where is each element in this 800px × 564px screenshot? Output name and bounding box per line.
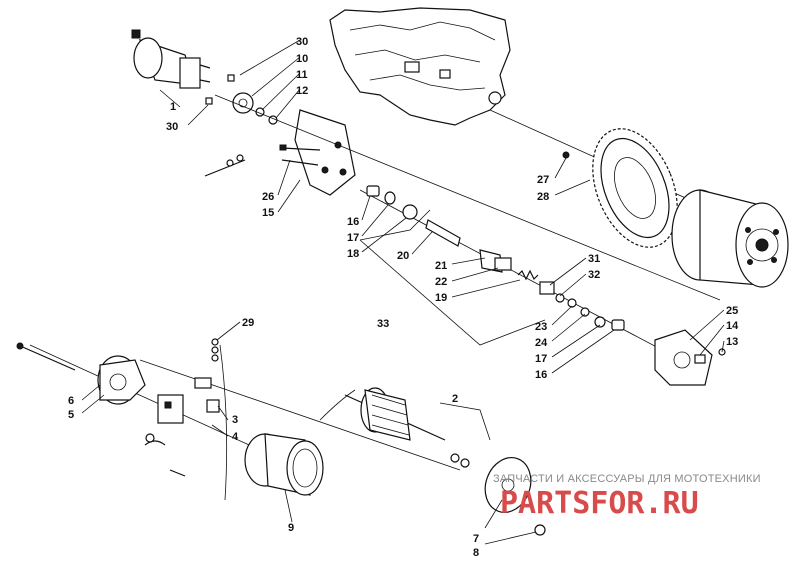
drive-end-plate bbox=[484, 457, 546, 536]
callout-22: 22 bbox=[435, 276, 447, 288]
watermark-brand: PARTSFOR.RU bbox=[500, 486, 699, 521]
washer-29 bbox=[211, 338, 219, 362]
ring-gear bbox=[562, 128, 678, 248]
callout-29: 29 bbox=[242, 317, 254, 329]
callout-3: 3 bbox=[232, 414, 238, 426]
callout-21: 21 bbox=[435, 260, 447, 272]
group-bracket-33 bbox=[359, 209, 546, 346]
callout-16-left: 16 bbox=[347, 216, 359, 228]
armature bbox=[344, 387, 470, 468]
callout-20: 20 bbox=[397, 250, 409, 262]
callout-32: 32 bbox=[588, 269, 600, 281]
callout-30-top: 30 bbox=[296, 36, 308, 48]
brush-holder bbox=[144, 377, 220, 477]
callout-33: 33 bbox=[377, 318, 389, 330]
end-cap bbox=[97, 355, 146, 405]
wire-lead bbox=[219, 344, 356, 501]
callout-24: 24 bbox=[535, 337, 548, 349]
callout-16-right: 16 bbox=[535, 369, 547, 381]
watermark-tagline: ЗАПЧАСТИ И АКСЕССУАРЫ ДЛЯ МОТОТЕХНИКИ bbox=[493, 473, 761, 485]
callout-4: 4 bbox=[232, 431, 239, 443]
callout-27: 27 bbox=[537, 174, 549, 186]
leader-lines bbox=[81, 39, 725, 545]
watermark: ЗАПЧАСТИ И АКСЕССУАРЫ ДЛЯ МОТОТЕХНИКИ PA… bbox=[493, 473, 761, 521]
callout-labels: 1 30 10 11 12 30 26 15 27 28 16 17 18 20… bbox=[68, 36, 739, 559]
callout-14: 14 bbox=[726, 320, 739, 332]
callout-13: 13 bbox=[726, 336, 738, 348]
starter-motor bbox=[131, 29, 211, 89]
callout-26: 26 bbox=[262, 191, 274, 203]
center-lines bbox=[29, 94, 721, 471]
callout-15: 15 bbox=[262, 207, 274, 219]
callout-19: 19 bbox=[435, 292, 447, 304]
pinion-gear bbox=[205, 74, 278, 125]
field-frame bbox=[244, 433, 324, 496]
thru-bolt bbox=[16, 342, 76, 371]
callout-7: 7 bbox=[473, 533, 479, 545]
callout-12: 12 bbox=[296, 85, 308, 97]
bendix-drive bbox=[366, 185, 625, 331]
mounting-bracket bbox=[204, 109, 356, 196]
callout-28: 28 bbox=[537, 191, 549, 203]
callout-25: 25 bbox=[726, 305, 738, 317]
callout-10: 10 bbox=[296, 53, 308, 65]
callout-9: 9 bbox=[288, 522, 294, 534]
callout-17-left: 17 bbox=[347, 232, 359, 244]
engine-block bbox=[329, 7, 511, 126]
callout-6: 6 bbox=[68, 395, 74, 407]
callout-31: 31 bbox=[588, 253, 600, 265]
callout-30-bottom: 30 bbox=[166, 121, 178, 133]
callout-1: 1 bbox=[170, 101, 176, 113]
callout-11: 11 bbox=[296, 69, 308, 81]
flywheel bbox=[671, 189, 789, 288]
callout-2: 2 bbox=[452, 393, 458, 405]
callout-18: 18 bbox=[347, 248, 359, 260]
end-housing bbox=[654, 329, 726, 386]
callout-17-right: 17 bbox=[535, 353, 547, 365]
callout-8: 8 bbox=[473, 547, 479, 559]
callout-5: 5 bbox=[68, 409, 74, 421]
callout-23: 23 bbox=[535, 321, 547, 333]
